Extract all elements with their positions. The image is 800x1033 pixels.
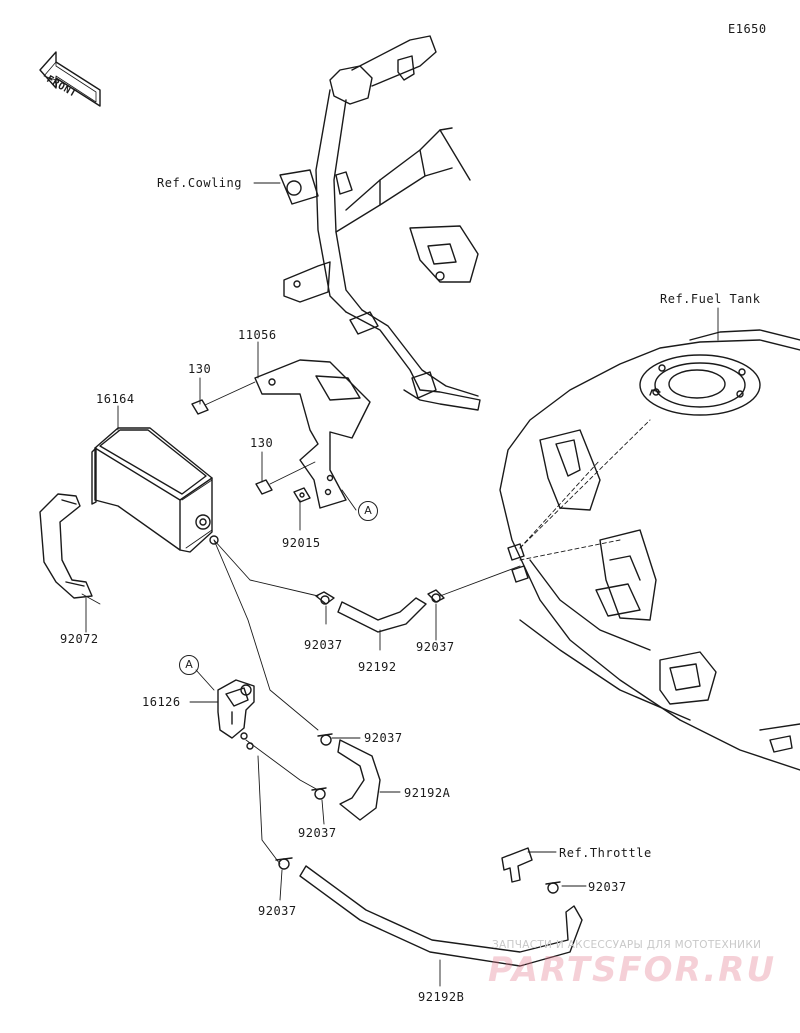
part-label-11056: 11056 bbox=[238, 328, 277, 342]
hose-92192A bbox=[337, 739, 401, 821]
watermark-tagline: ЗАПЧАСТИ И АКСЕССУАРЫ ДЛЯ МОТОТЕХНИКИ bbox=[492, 939, 762, 951]
label-leaders bbox=[85, 182, 719, 987]
part-label-92037-e: 92037 bbox=[258, 904, 297, 918]
bolt-130-lower bbox=[255, 461, 316, 495]
throttle-fitting bbox=[501, 847, 557, 883]
valve-16126 bbox=[217, 679, 255, 750]
part-label-92015: 92015 bbox=[282, 536, 321, 550]
part-label-92192: 92192 bbox=[358, 660, 397, 674]
hose-92192B bbox=[299, 865, 583, 967]
hose-92192 bbox=[337, 597, 427, 633]
ref-throttle-label: Ref.Throttle bbox=[559, 846, 652, 860]
part-label-92037-d: 92037 bbox=[298, 826, 337, 840]
watermark-logo: PARTSFOR.RU bbox=[488, 950, 777, 990]
clamp-92037-e bbox=[275, 857, 293, 870]
nut-92015 bbox=[293, 487, 311, 503]
part-label-92037-b: 92037 bbox=[416, 640, 455, 654]
part-label-92192B: 92192B bbox=[418, 990, 465, 1004]
part-label-16164: 16164 bbox=[96, 392, 135, 406]
ref-fuel-tank-label: Ref.Fuel Tank bbox=[660, 292, 761, 306]
clamp-92037-f bbox=[545, 881, 561, 894]
diagram-code: E1650 bbox=[728, 22, 767, 36]
front-arrow-icon bbox=[39, 51, 101, 107]
part-label-92037-a: 92037 bbox=[304, 638, 343, 652]
part-label-92037-f: 92037 bbox=[588, 880, 627, 894]
part-label-92072: 92072 bbox=[60, 632, 99, 646]
part-label-16126: 16126 bbox=[142, 695, 181, 709]
bracket-11056 bbox=[254, 359, 371, 509]
clamp-92037-d bbox=[311, 787, 327, 800]
callout-a-upper: A bbox=[358, 501, 378, 521]
frame-subframe bbox=[279, 35, 481, 411]
canister-16164 bbox=[91, 427, 219, 553]
clamp-92037-b bbox=[427, 589, 445, 603]
strap-92072 bbox=[39, 493, 101, 605]
connection-lines bbox=[213, 539, 521, 865]
clamp-92037-c bbox=[317, 733, 333, 746]
part-label-130-upper: 130 bbox=[188, 362, 212, 376]
part-label-92037-c: 92037 bbox=[364, 731, 403, 745]
callout-a-lower: A bbox=[179, 655, 199, 675]
fuel-tank bbox=[499, 329, 800, 771]
bolt-130-upper bbox=[191, 381, 256, 415]
ref-cowling-label: Ref.Cowling bbox=[157, 176, 242, 190]
tank-leader-lines bbox=[519, 419, 651, 561]
part-label-92192A: 92192A bbox=[404, 786, 451, 800]
clamp-92037-a bbox=[315, 591, 335, 605]
part-label-130-lower: 130 bbox=[250, 436, 274, 450]
